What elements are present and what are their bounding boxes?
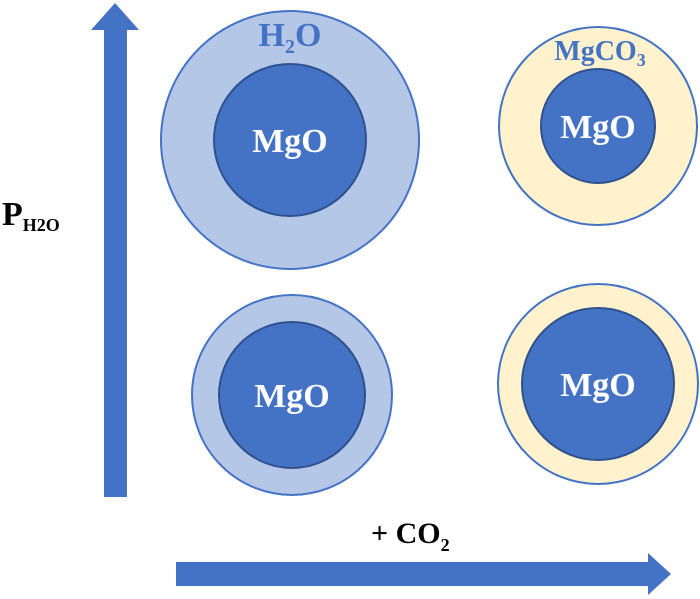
y-axis-arrow xyxy=(91,3,139,497)
core-label: MgO xyxy=(254,378,330,415)
shell-label-h2o: H2O xyxy=(259,17,322,58)
mgo-core xyxy=(213,63,367,217)
particle-top-right: MgO MgCO3 xyxy=(498,26,698,226)
y-axis-label: PH2O xyxy=(2,196,60,235)
core-label: MgO xyxy=(560,367,636,404)
shell-label-mgco3: MgCO3 xyxy=(554,36,645,70)
particle-bottom-left: MgO xyxy=(191,294,393,496)
core-label: MgO xyxy=(560,109,636,146)
x-axis-label: + CO2 xyxy=(371,517,450,555)
mgo-core xyxy=(218,321,366,469)
particle-top-left: MgO H2O xyxy=(160,10,420,270)
particle-bottom-right: MgO xyxy=(497,283,699,485)
mgo-core xyxy=(521,307,675,461)
x-axis-arrow xyxy=(176,553,671,595)
core-label: MgO xyxy=(252,123,328,160)
mgo-core xyxy=(540,68,656,184)
